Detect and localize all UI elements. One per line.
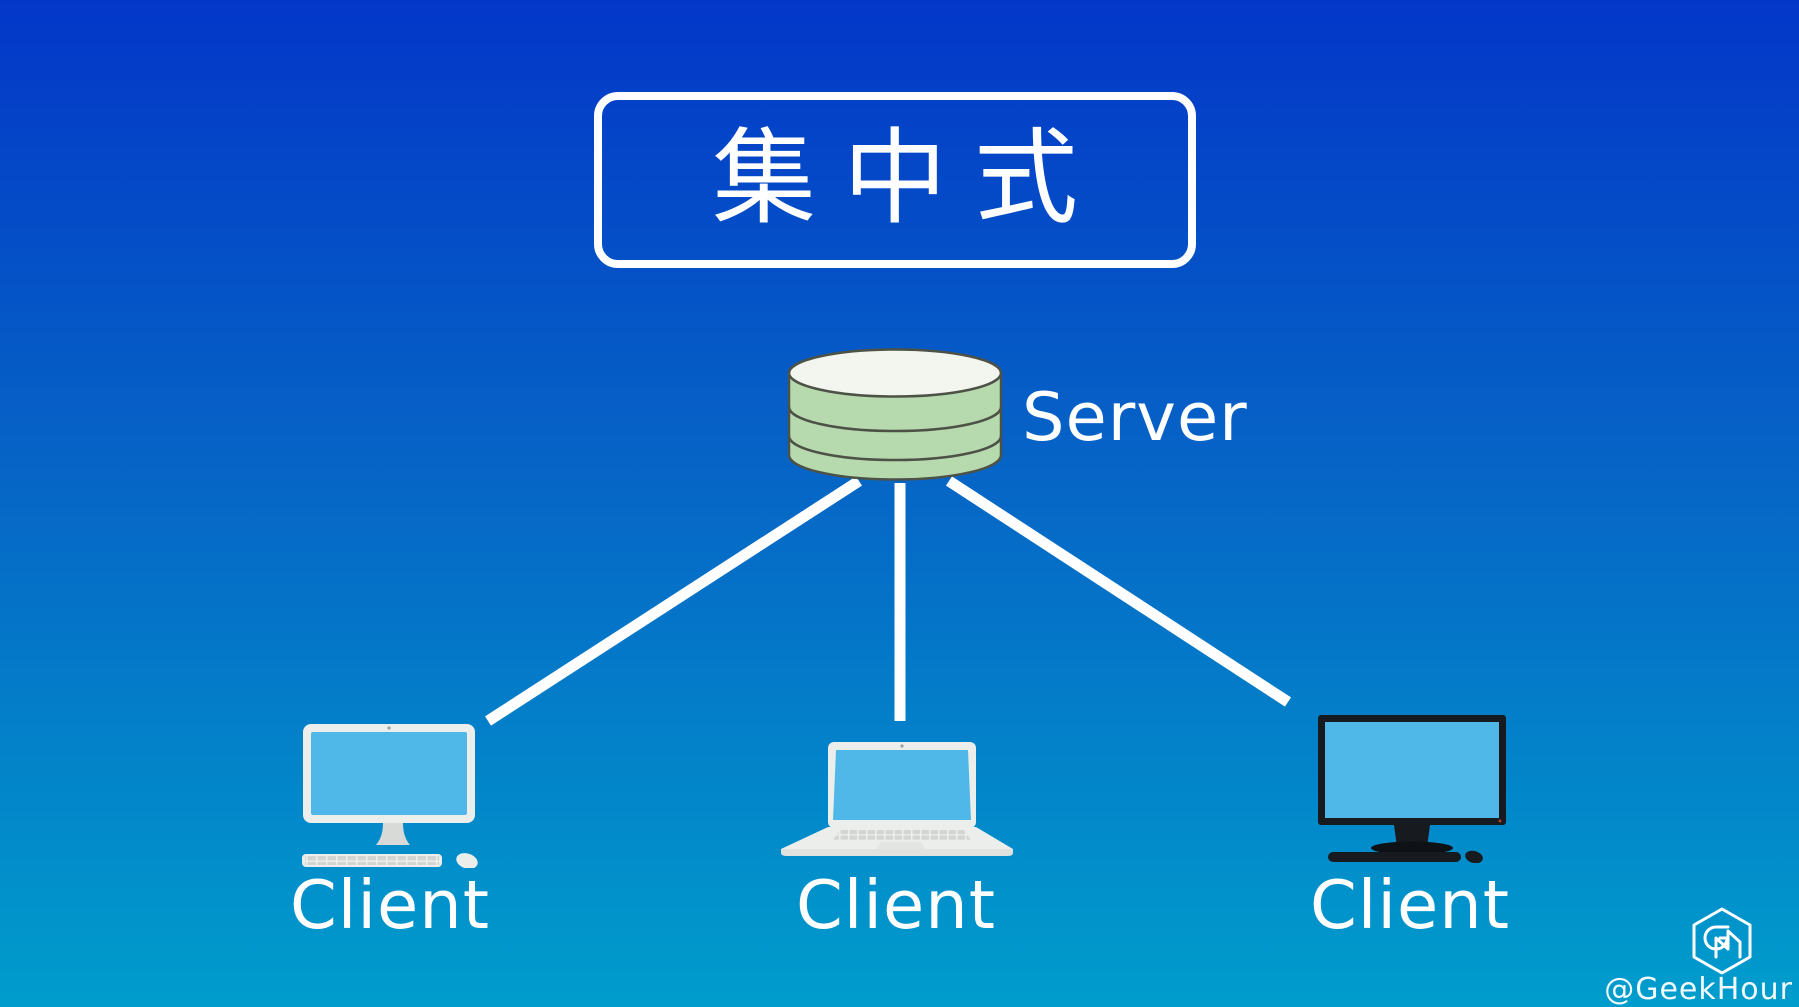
desktop-monitor-icon (1318, 715, 1506, 863)
title-text: 集中式 (711, 122, 1106, 237)
client-label-left: Client (290, 866, 490, 944)
watermark-handle: @GeekHour (1604, 972, 1793, 1007)
laptop-icon (781, 742, 1013, 856)
client-label-middle: Client (796, 866, 996, 944)
client-label-right: Client (1310, 866, 1510, 944)
title-box: 集中式 (594, 92, 1196, 268)
database-cylinder-icon (787, 348, 1003, 481)
imac-desktop-icon (302, 724, 478, 868)
connection-line-left (485, 476, 862, 726)
geekhour-hexagon-logo-icon (1692, 907, 1752, 975)
server-label: Server (1022, 378, 1248, 456)
connection-line-right (945, 476, 1292, 707)
